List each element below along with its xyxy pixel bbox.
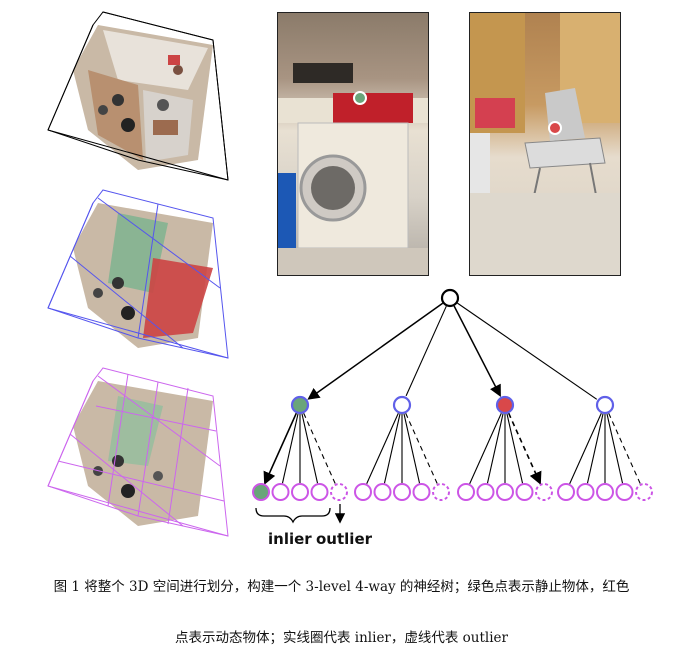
octree-box-level1 xyxy=(47,11,229,181)
leaf-edge-1-5 xyxy=(303,412,336,485)
outlier-node xyxy=(535,483,553,501)
inlier-node xyxy=(291,483,309,501)
photo-dynamic-content xyxy=(470,13,620,275)
inlier-label: inlier xyxy=(268,530,312,548)
root-edge-1 xyxy=(307,302,444,400)
outlier-node xyxy=(635,483,653,501)
inlier-node xyxy=(496,483,514,501)
leaf-edge-2-4 xyxy=(403,413,421,484)
leaf-edge-3-5 xyxy=(507,412,542,485)
inlier-node xyxy=(615,483,634,501)
leaf-edge-4-5 xyxy=(608,412,641,485)
photo-dynamic-scene xyxy=(469,12,621,276)
inlier-node xyxy=(596,483,614,501)
outlier-node xyxy=(330,483,348,501)
leaf-edge-1-1 xyxy=(263,412,298,485)
inner-node-2 xyxy=(392,395,412,415)
inner-node-4 xyxy=(595,395,615,415)
dynamic-point-marker xyxy=(548,121,562,135)
inlier-node xyxy=(310,483,329,501)
leaf-edge-3-2 xyxy=(486,413,504,484)
leaf-edge-1-2 xyxy=(281,413,299,484)
octree-level1-view xyxy=(47,11,229,181)
leaf-edge-4-2 xyxy=(586,413,604,484)
leaf-edge-2-2 xyxy=(383,413,401,484)
inlier-node xyxy=(252,483,270,501)
inlier-node xyxy=(373,483,392,501)
figure-caption-line2: 点表示动态物体；实线圈代表 inlier，虚线代表 outlier xyxy=(175,630,508,646)
leaf-edge-2-5 xyxy=(405,412,438,485)
inlier-node xyxy=(354,483,372,501)
root-edge-2 xyxy=(405,305,447,397)
figure-caption-line1: 图 1 将整个 3D 空间进行划分，构建一个 3-level 4-way 的神经… xyxy=(53,579,630,595)
inlier-node xyxy=(412,483,431,501)
root-node xyxy=(440,288,460,308)
inner-node-1 xyxy=(290,395,310,415)
octree-box-level3 xyxy=(47,367,229,537)
inlier-node xyxy=(576,483,595,501)
outlier-node xyxy=(432,483,450,501)
scene-mesh xyxy=(73,203,213,348)
leaf-edge-4-1 xyxy=(569,412,602,485)
root-edge-3 xyxy=(453,305,501,397)
inlier-node xyxy=(457,483,475,501)
leaf-edge-1-4 xyxy=(301,413,319,484)
octree-level3-view xyxy=(47,367,229,537)
inlier-node xyxy=(271,483,290,501)
inlier-node xyxy=(557,483,575,501)
leaf-edge-3-1 xyxy=(469,412,502,485)
inner-node-3 xyxy=(495,395,515,415)
octree-level2-view xyxy=(47,189,229,359)
octree-box-level2 xyxy=(47,189,229,359)
leaf-edge-3-4 xyxy=(506,413,524,484)
leaf-edge-2-1 xyxy=(366,412,399,485)
inlier-brace xyxy=(255,507,331,524)
tree-edges xyxy=(263,302,641,485)
root-edge-4 xyxy=(457,302,598,400)
scene-mesh xyxy=(73,25,213,170)
inlier-node xyxy=(393,483,411,501)
photo-static-scene xyxy=(277,12,429,276)
leaf-edge-4-4 xyxy=(606,413,624,484)
tree-nodes xyxy=(252,288,653,501)
inlier-node xyxy=(476,483,495,501)
neural-tree-diagram: inlier outlier xyxy=(252,288,653,548)
inlier-node xyxy=(515,483,534,501)
outlier-label: outlier xyxy=(316,530,373,548)
photo-static-content xyxy=(278,63,428,275)
static-point-marker xyxy=(353,91,367,105)
